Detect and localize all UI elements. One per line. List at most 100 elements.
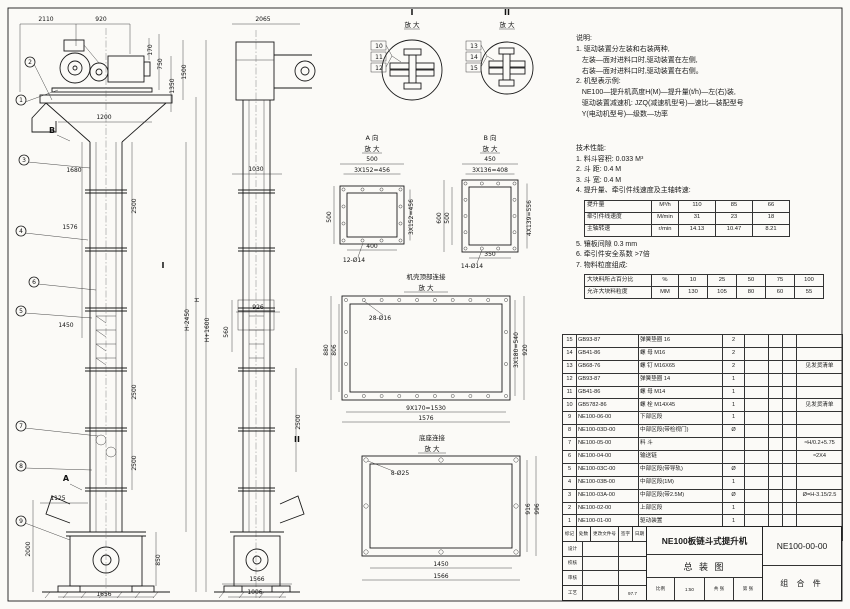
- dim-label: II: [504, 8, 510, 17]
- dim-label: 2110: [38, 16, 53, 23]
- dim-label: 850: [155, 554, 162, 566]
- note-line: 右装—面对进料口时,驱动装置在右侧。: [576, 67, 703, 75]
- signature-cell: [583, 586, 619, 600]
- dim-label: 2500: [295, 414, 302, 429]
- item-balloon-1: 1: [15, 89, 59, 106]
- rev-header: 签字: [619, 527, 633, 541]
- svg-text:4: 4: [19, 228, 23, 235]
- product-name: NE100板链斗式提升机: [647, 527, 762, 555]
- dim-label: 放 大: [482, 144, 498, 153]
- dim-label: 996: [534, 503, 541, 515]
- title-block: 标记 处数 更改文件号 签字 日期 设计 校核 审核: [562, 526, 842, 601]
- signature-cell: [583, 556, 619, 571]
- notes-panel: 说明: 1. 驱动装置分左装和右装两种, 左装—面对进料口时,驱动装置在左侧, …: [576, 34, 842, 121]
- dim-label: H+1600: [204, 317, 211, 342]
- item-balloon-6: 6: [28, 276, 97, 291]
- dim-label: 11: [375, 54, 383, 61]
- title-block-right: NE100-00-00 组 合 件: [763, 527, 841, 600]
- note-line: 左装—面对进料口时,驱动装置在左侧,: [576, 56, 698, 64]
- tech-item: 4. 提升量、牵引件线速度及主轴转速:: [576, 187, 691, 194]
- drawing-number: NE100-00-00: [763, 527, 841, 566]
- dim-label: H: [194, 298, 201, 303]
- dim-label: 500: [326, 211, 333, 223]
- scale-label: 比例: [647, 578, 675, 600]
- dim-label: 1125: [50, 495, 65, 502]
- note-line: NE100—提升机高度H(M)—提升量(t/h)—左(右)装,: [576, 89, 736, 97]
- technical-data-panel: 技术性能: 1. 料斗容积: 0.033 M³ 2. 斗 距: 0.4 M 3.…: [576, 144, 842, 302]
- tech-item: 5. 镶板间隙 0.3 mm: [576, 240, 638, 248]
- title-block-center: NE100板链斗式提升机 总 装 图 比例 1:50 共 张 第 张: [647, 527, 763, 600]
- sheet-title: 总 装 图: [647, 555, 762, 578]
- dim-label: 350: [484, 251, 496, 258]
- rev-header: 处数: [577, 527, 591, 541]
- item-balloon-3: 3: [18, 154, 91, 169]
- item-balloon-5: 5: [15, 305, 93, 319]
- dim-label: I: [162, 261, 165, 270]
- dim-label: 13: [470, 43, 478, 50]
- casing-top-connection-view: [341, 291, 511, 401]
- tech-item: 1. 料斗容积: 0.033 M³: [576, 155, 644, 163]
- svg-text:9: 9: [19, 518, 23, 525]
- dim-label: 500: [366, 156, 378, 163]
- dim-label: 170: [147, 44, 154, 56]
- tech-title: 技术性能:: [576, 145, 606, 152]
- signature-cell: [583, 571, 619, 586]
- dim-label: 1500: [181, 64, 188, 79]
- dim-label: 1450: [58, 322, 73, 329]
- item-balloon-8: 8: [15, 460, 93, 472]
- dim-label: 9X170=1530: [406, 405, 446, 412]
- base-connection-view: [361, 452, 521, 557]
- dim-label: 放 大: [404, 20, 420, 29]
- side-elevation-view: [214, 30, 316, 599]
- dim-label: 806: [331, 344, 338, 356]
- signature-cell: [583, 541, 619, 556]
- dim-label: 放 大: [418, 283, 434, 292]
- dim-label: A: [63, 474, 70, 483]
- dim-label: 926: [252, 304, 264, 311]
- dim-label: 15: [470, 65, 478, 72]
- dim-label: 放 大: [424, 444, 440, 453]
- dim-label: 1030: [248, 166, 263, 173]
- view-A-flange: [339, 152, 405, 258]
- rev-header: 更改文件号: [591, 527, 619, 541]
- part-type: 组 合 件: [780, 578, 824, 588]
- svg-text:5: 5: [19, 308, 23, 315]
- detail-II-view: [465, 28, 534, 95]
- dim-label: 2000: [25, 541, 32, 556]
- dim-label: 1566: [433, 573, 448, 580]
- svg-text:6: 6: [32, 279, 36, 286]
- svg-text:7: 7: [19, 423, 23, 430]
- sheets-label: 共 张: [705, 578, 734, 600]
- dim-label: 1576: [418, 415, 433, 422]
- title-block-revisions: 标记 处数 更改文件号 签字 日期 设计 校核 审核: [563, 527, 647, 600]
- dim-label: 500: [444, 212, 451, 224]
- view-B-flange: [461, 152, 519, 264]
- rev-header: 日期: [634, 530, 645, 536]
- item-balloon-4: 4: [15, 225, 89, 241]
- dim-label: 750: [157, 58, 164, 70]
- dim-label: 3X152=456: [354, 167, 390, 174]
- dim-label: 机壳顶部连接: [407, 272, 447, 281]
- tech-item: 2. 斗 距: 0.4 M: [576, 166, 622, 173]
- dim-label: 1576: [62, 224, 77, 231]
- dim-label: 2065: [255, 16, 270, 23]
- role-label: 设计: [563, 541, 583, 556]
- dim-label: 560: [223, 326, 230, 338]
- role-label: 校核: [563, 556, 583, 571]
- dim-label: 2500: [131, 198, 138, 213]
- rev-header: 标记: [563, 527, 577, 541]
